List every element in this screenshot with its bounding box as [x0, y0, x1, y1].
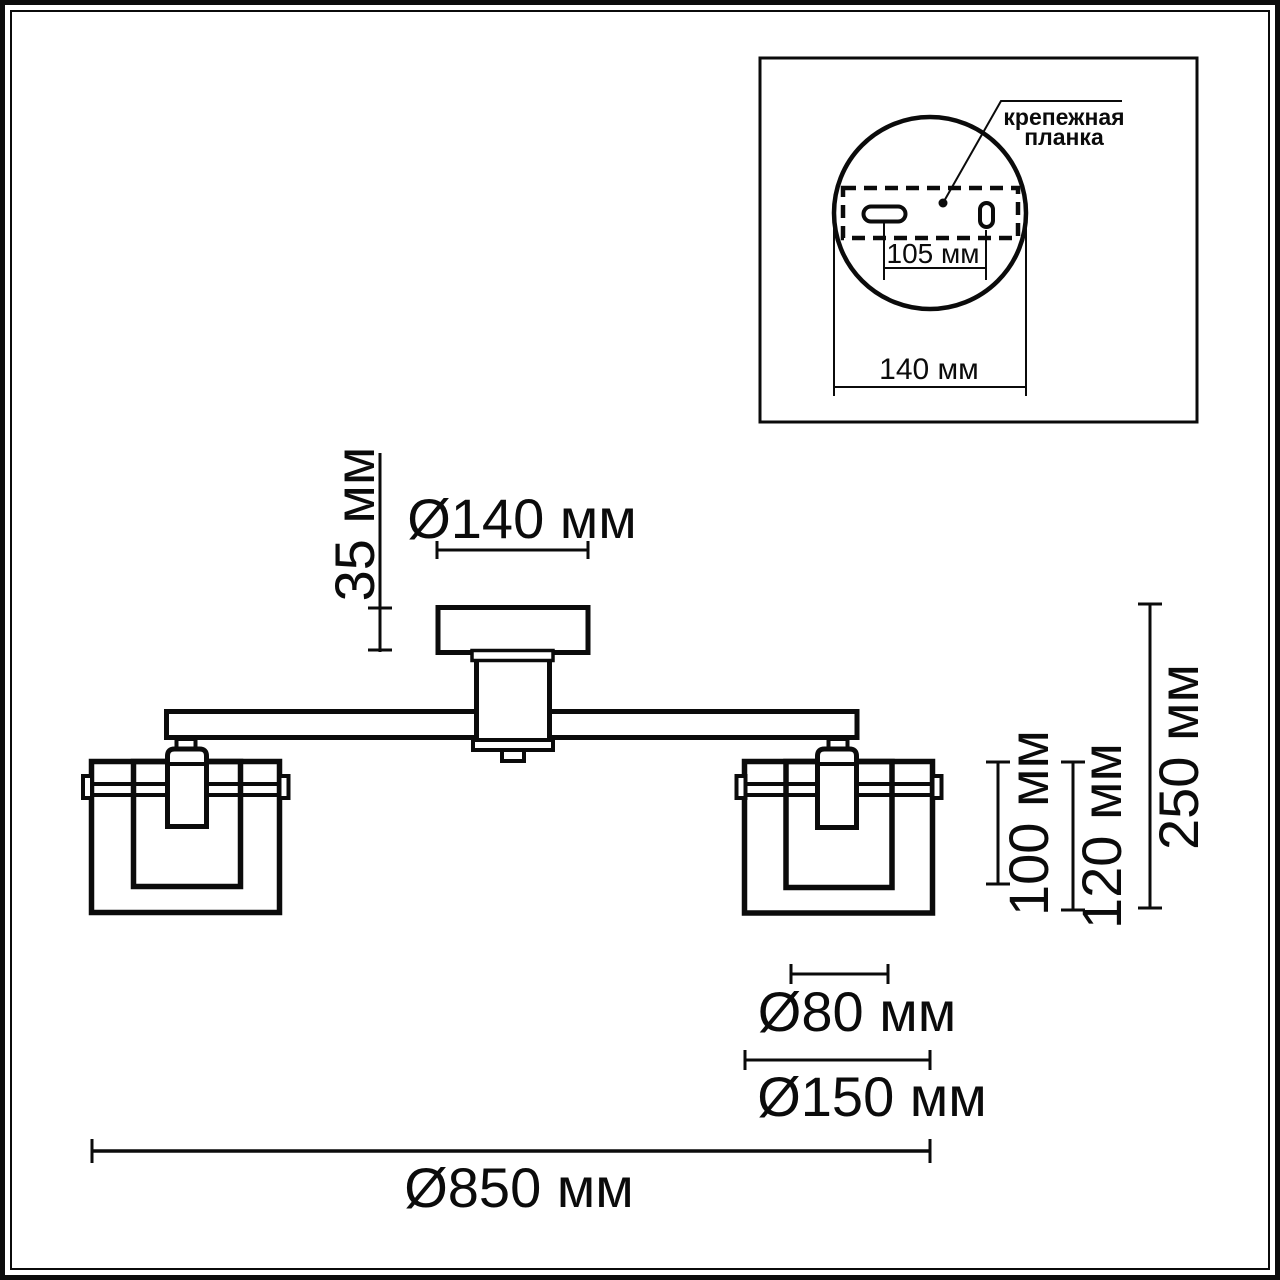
shade-ring-tab-left	[81, 774, 94, 800]
canopy-base-circle	[831, 114, 1029, 312]
dimension-annotations: 35 мм Ø140 мм 100 мм 120 мм	[90, 447, 1210, 1219]
mounting-plate-inset: крепежная планка 105 мм 140 мм	[758, 56, 1199, 424]
mounting-slot-left	[861, 204, 908, 224]
mounting-plate-label-line2: планка	[1024, 124, 1104, 150]
shade-ring-tab-right	[277, 774, 291, 800]
dim-shade-height: 120 мм	[1061, 743, 1133, 929]
dim-text-fixture-width: Ø850 мм	[404, 1156, 634, 1219]
light-fixture-drawing	[81, 605, 944, 916]
lamp-socket-tube	[815, 746, 859, 830]
dim-shade-inner-diameter: Ø80 мм	[758, 964, 956, 1043]
dim-fixture-width: Ø850 мм	[90, 1139, 932, 1219]
mounting-plate-label-line1: крепежная	[1003, 104, 1124, 130]
fixture-center-stem	[474, 651, 552, 749]
mounting-slot-right	[978, 201, 995, 229]
inset-box	[758, 56, 1199, 424]
dim-hole-spacing: 105 мм	[883, 222, 987, 280]
dim-text-hole-spacing: 105 мм	[887, 238, 980, 269]
dim-canopy-height: 35 мм	[323, 447, 392, 652]
dim-text-canopy-height: 35 мм	[323, 447, 386, 602]
dim-text-shade-height: 120 мм	[1070, 743, 1133, 929]
frame-inner-border	[10, 10, 1270, 1270]
ceiling-canopy	[435, 605, 591, 655]
shade-ring-tab-left	[734, 774, 748, 800]
dim-shade-diameter: Ø150 мм	[743, 1050, 987, 1128]
dim-fixture-height: 250 мм	[1138, 602, 1210, 910]
stem-flange	[471, 738, 555, 752]
dim-text-shade-inner-diameter: Ø80 мм	[758, 980, 956, 1043]
canopy-collar	[470, 648, 555, 663]
dim-text-shade-diameter: Ø150 мм	[757, 1065, 987, 1128]
dim-shade-inner-height: 100 мм	[986, 730, 1060, 916]
lamp-socket-tube	[165, 746, 209, 829]
dim-text-plate-width: 140 мм	[879, 353, 979, 386]
dim-canopy-diameter: Ø140 мм	[407, 487, 637, 559]
dim-text-shade-inner-height: 100 мм	[997, 730, 1060, 916]
lamp-unit-right	[734, 737, 944, 916]
dim-text-canopy-diameter: Ø140 мм	[407, 487, 637, 550]
dim-plate-width: 140 мм	[833, 216, 1027, 396]
leader-line	[942, 100, 1122, 204]
mounting-plate-dashed-outline	[840, 185, 1021, 241]
shade-ring-tab-right	[930, 774, 944, 800]
lamp-unit-left	[81, 737, 291, 916]
dim-text-fixture-height: 250 мм	[1147, 664, 1210, 850]
